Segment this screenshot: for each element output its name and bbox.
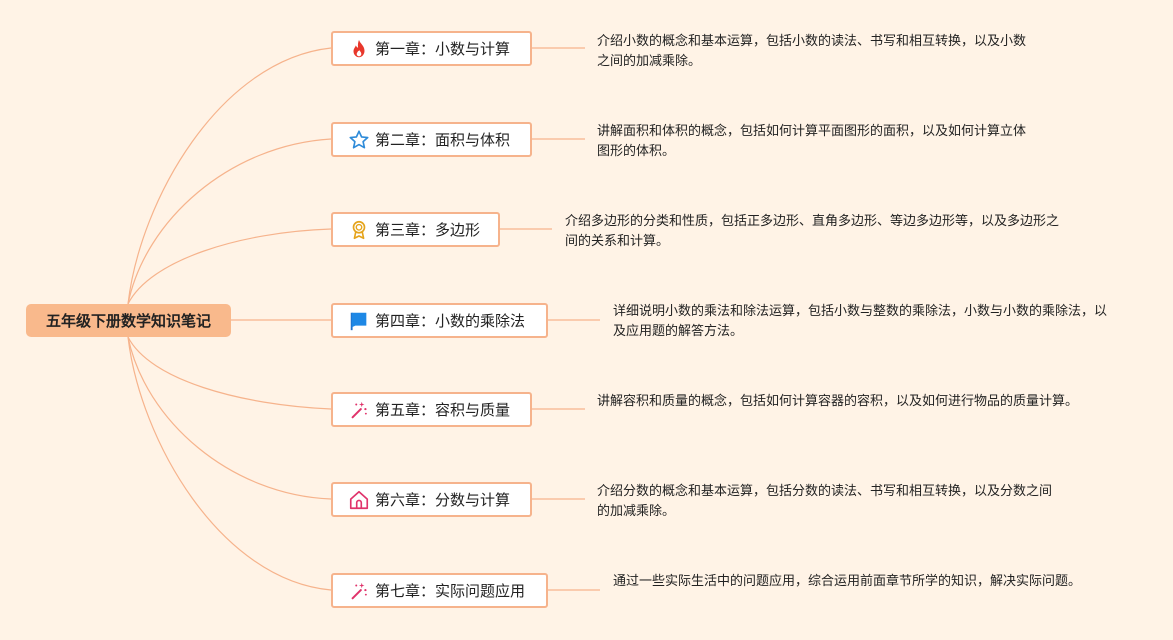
chapter-7-label: 第七章：实际问题应用 (375, 582, 526, 600)
chapter-4-description: 详细说明小数的乘法和除法运算，包括小数与整数的乘除法，小数与小数的乘除法，以及应… (613, 304, 1108, 339)
flag-icon (348, 310, 370, 332)
chapter-5-label: 第五章：容积与质量 (375, 401, 511, 419)
chapter-5-description: 讲解容积和质量的概念，包括如何计算容器的容积，以及如何进行物品的质量计算。 (597, 394, 1079, 409)
house-icon (348, 489, 370, 511)
connector-2 (127, 138, 332, 305)
chapter-1-label: 第一章：小数与计算 (375, 40, 511, 58)
star-icon (348, 129, 370, 151)
chapter-2-label: 第二章：面积与体积 (375, 131, 511, 149)
chapter-4-label: 第四章：小数的乘除法 (375, 312, 526, 330)
chapter-7-node[interactable]: 第七章：实际问题应用 (331, 573, 548, 608)
chapter-6-node[interactable]: 第六章：分数与计算 (331, 482, 532, 517)
chapter-6-description: 介绍分数的概念和基本运算，包括分数的读法、书写和相互转换，以及分数之间的加减乘除… (597, 484, 1053, 519)
chapter-2-node[interactable]: 第二章：面积与体积 (331, 122, 532, 157)
chapter-6-label: 第六章：分数与计算 (375, 491, 511, 509)
connector-5 (127, 336, 332, 410)
award-medal-icon (348, 219, 370, 241)
chapter-2-description: 讲解面积和体积的概念，包括如何计算平面图形的面积，以及如何计算立体图形的体积。 (597, 124, 1027, 159)
chapter-5-node[interactable]: 第五章：容积与质量 (331, 392, 532, 427)
magic-wand-icon (348, 399, 370, 421)
chapter-4-node[interactable]: 第四章：小数的乘除法 (331, 303, 548, 338)
magic-wand-icon (348, 580, 370, 602)
connector-7 (127, 336, 332, 591)
connector-3 (127, 228, 332, 305)
chapter-3-node[interactable]: 第三章：多边形 (331, 212, 500, 247)
root-topic[interactable]: 五年级下册数学知识笔记 (26, 304, 231, 337)
chapter-1-description: 介绍小数的概念和基本运算，包括小数的读法、书写和相互转换，以及小数之间的加减乘除… (597, 34, 1027, 69)
chapter-3-label: 第三章：多边形 (375, 221, 481, 239)
connector-1 (127, 47, 332, 305)
chapter-1-node[interactable]: 第一章：小数与计算 (331, 31, 532, 66)
connector-6 (127, 336, 332, 500)
fire-icon (348, 38, 370, 60)
chapter-7-description: 通过一些实际生活中的问题应用，综合运用前面章节所学的知识，解决实际问题。 (613, 574, 1082, 589)
chapter-3-description: 介绍多边形的分类和性质，包括正多边形、直角多边形、等边多边形等，以及多边形之间的… (565, 214, 1060, 249)
